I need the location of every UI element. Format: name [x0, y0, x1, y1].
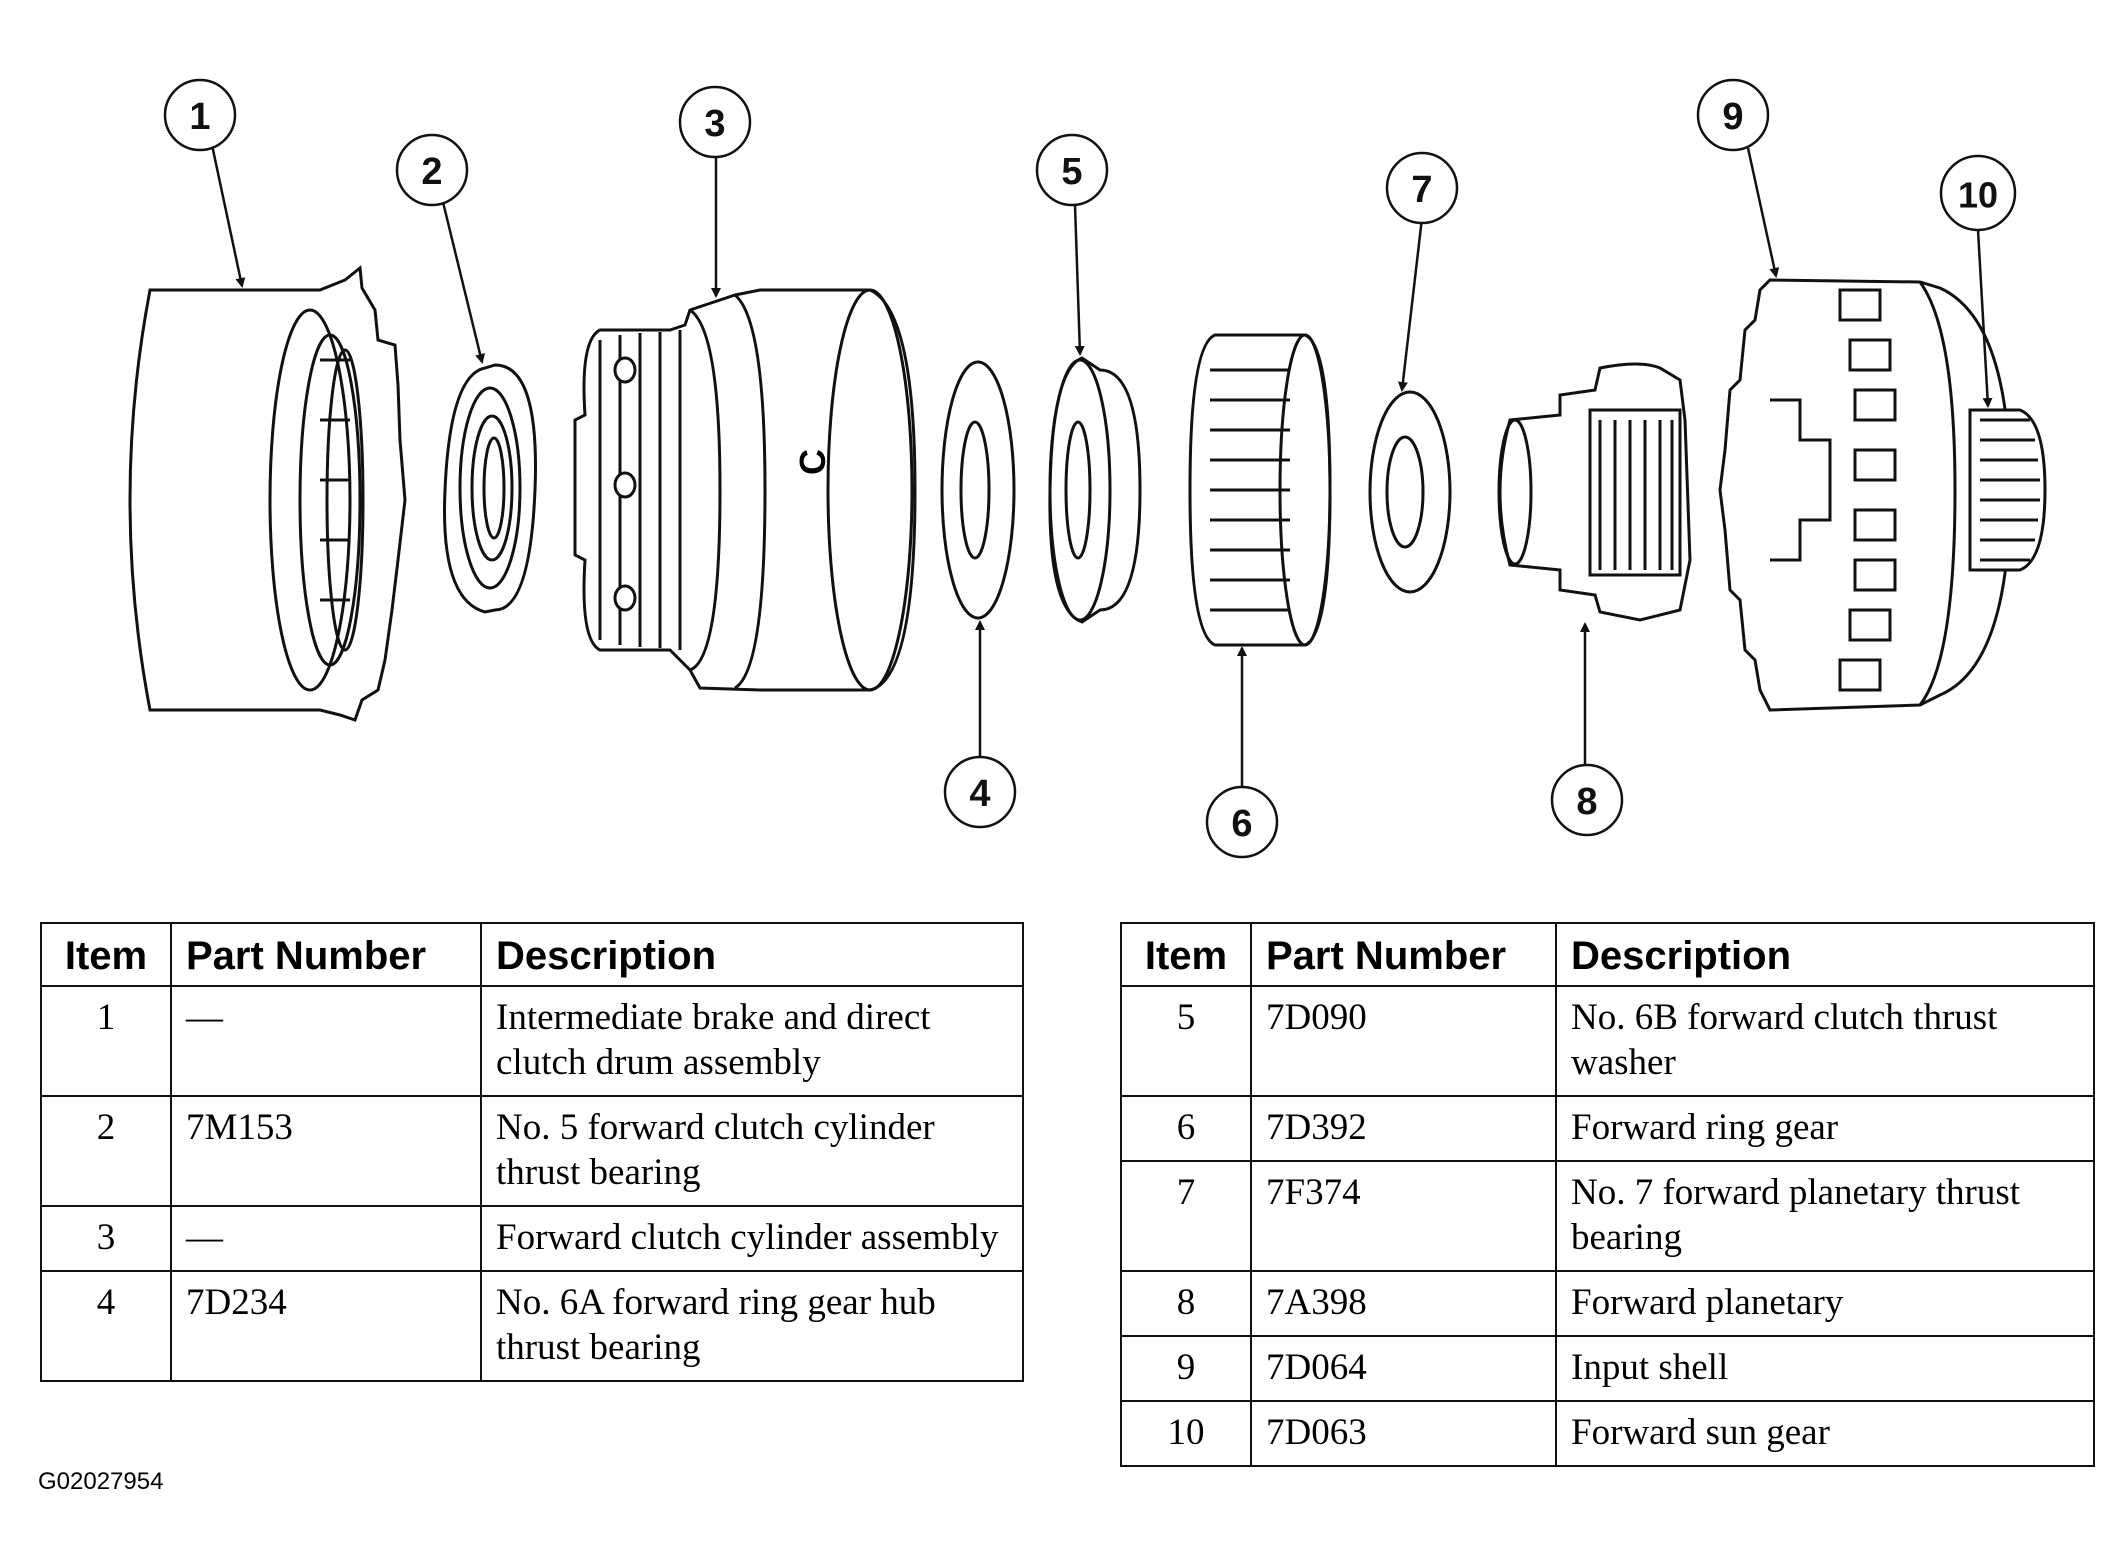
callout-1-circle — [163, 78, 237, 152]
description-cell: No. 6B forward clutch thrust washer — [1555, 985, 2095, 1097]
description-cell: Forward planetary — [1555, 1270, 2095, 1337]
part-6-ring-gear — [1188, 333, 1332, 647]
leader-line-1 — [210, 144, 246, 288]
part-number-column-header: Part Number — [170, 922, 482, 987]
callout-3-circle — [678, 85, 752, 159]
part-7-thrust-bearing — [1368, 390, 1452, 594]
description-cell: No. 6A forward ring gear hub thrust bear… — [480, 1270, 1024, 1382]
part-9-input-shell — [1718, 278, 2012, 712]
callout-8-label: 8 — [1576, 781, 1597, 823]
item-cell: 5 — [1120, 985, 1252, 1097]
part-4-thrust-bearing — [940, 360, 1016, 620]
table-row: 3 — Forward clutch cylinder assembly — [40, 1205, 1024, 1272]
callout-3-label: 3 — [704, 103, 725, 145]
callout-5-label: 5 — [1061, 151, 1082, 193]
callout-6-circle — [1205, 785, 1279, 859]
description-column-header: Description — [480, 922, 1024, 987]
description-cell: No. 5 forward clutch cylinder thrust bea… — [480, 1095, 1024, 1207]
table-row: 10 7D063 Forward sun gear — [1120, 1400, 2095, 1467]
callout-10-circle — [1939, 154, 2017, 232]
callout-7-circle — [1385, 151, 1459, 225]
table-row: 4 7D234 No. 6A forward ring gear hub thr… — [40, 1270, 1024, 1382]
callout-5-circle — [1035, 133, 1109, 207]
callout-4-circle — [943, 755, 1017, 829]
table-row: 7 7F374 No. 7 forward planetary thrust b… — [1120, 1160, 2095, 1272]
part-number-cell: 7D063 — [1250, 1400, 1557, 1467]
part-number-cell: 7M153 — [170, 1095, 482, 1207]
callout-9-label: 9 — [1722, 96, 1743, 138]
part-2-thrust-bearing — [443, 363, 537, 614]
description-cell: No. 7 forward planetary thrust bearing — [1555, 1160, 2095, 1272]
figure-code: G02027954 — [38, 1468, 164, 1495]
part-marking-label: C — [792, 449, 833, 475]
callout-4-label: 4 — [969, 773, 990, 815]
table-row: 6 7D392 Forward ring gear — [1120, 1095, 2095, 1162]
part-number-cell: 7D090 — [1250, 985, 1557, 1097]
part-number-cell: — — [170, 985, 482, 1097]
table-row: 1 — Intermediate brake and direct clutch… — [40, 985, 1024, 1097]
item-cell: 8 — [1120, 1270, 1252, 1337]
leader-line-10 — [1976, 229, 1993, 408]
table-row: 9 7D064 Input shell — [1120, 1335, 2095, 1402]
description-cell: Intermediate brake and direct clutch dru… — [480, 985, 1024, 1097]
parts-table-left: Item Part Number Description 1 — Interme… — [40, 922, 1024, 1382]
table-row: 8 7A398 Forward planetary — [1120, 1270, 2095, 1337]
table-row: 5 7D090 No. 6B forward clutch thrust was… — [1120, 985, 2095, 1097]
item-column-header: Item — [40, 922, 172, 987]
leader-line-7 — [1397, 217, 1424, 392]
part-1-drum-assembly — [128, 265, 407, 722]
part-number-cell: 7D234 — [170, 1270, 482, 1382]
description-cell: Forward sun gear — [1555, 1400, 2095, 1467]
description-cell: Forward clutch cylinder assembly — [480, 1205, 1024, 1272]
part-8-forward-planetary — [1497, 362, 1692, 622]
item-cell: 9 — [1120, 1335, 1252, 1402]
description-cell: Forward ring gear — [1555, 1095, 2095, 1162]
item-cell: 1 — [40, 985, 172, 1097]
callout-7-label: 7 — [1411, 169, 1432, 211]
item-cell: 3 — [40, 1205, 172, 1272]
callout-6-label: 6 — [1231, 803, 1252, 845]
part-5-thrust-washer — [1048, 356, 1142, 624]
part-10-sun-gear — [1968, 408, 2047, 572]
part-3-clutch-cylinder — [573, 288, 917, 692]
part-number-cell: 7A398 — [1250, 1270, 1557, 1337]
item-cell: 4 — [40, 1270, 172, 1382]
item-cell: 7 — [1120, 1160, 1252, 1272]
callout-2-circle — [395, 133, 469, 207]
callout-1-label: 1 — [189, 96, 210, 138]
item-column-header: Item — [1120, 922, 1252, 987]
callout-8-circle — [1550, 763, 1624, 837]
part-number-cell: 7D392 — [1250, 1095, 1557, 1162]
parts-table-right: Item Part Number Description 5 7D090 No.… — [1120, 922, 2095, 1467]
item-cell: 6 — [1120, 1095, 1252, 1162]
leader-line-5 — [1073, 204, 1085, 356]
item-cell: 2 — [40, 1095, 172, 1207]
table-row: 2 7M153 No. 5 forward clutch cylinder th… — [40, 1095, 1024, 1207]
callout-2-label: 2 — [421, 151, 442, 193]
callout-9-circle — [1696, 78, 1770, 152]
description-cell: Input shell — [1555, 1335, 2095, 1402]
part-number-column-header: Part Number — [1250, 922, 1557, 987]
leader-line-9 — [1746, 147, 1780, 278]
description-column-header: Description — [1555, 922, 2095, 987]
exploded-parts-diagram: C 1 2 3 4 5 6 7 8 9 10 — [128, 78, 2047, 859]
part-number-cell: 7D064 — [1250, 1335, 1557, 1402]
table-header-row: Item Part Number Description — [40, 922, 1024, 987]
callout-10-label: 10 — [1958, 175, 1998, 216]
table-header-row: Item Part Number Description — [1120, 922, 2095, 987]
item-cell: 10 — [1120, 1400, 1252, 1467]
leader-line-2 — [440, 197, 485, 364]
part-number-cell: 7F374 — [1250, 1160, 1557, 1272]
part-number-cell: — — [170, 1205, 482, 1272]
